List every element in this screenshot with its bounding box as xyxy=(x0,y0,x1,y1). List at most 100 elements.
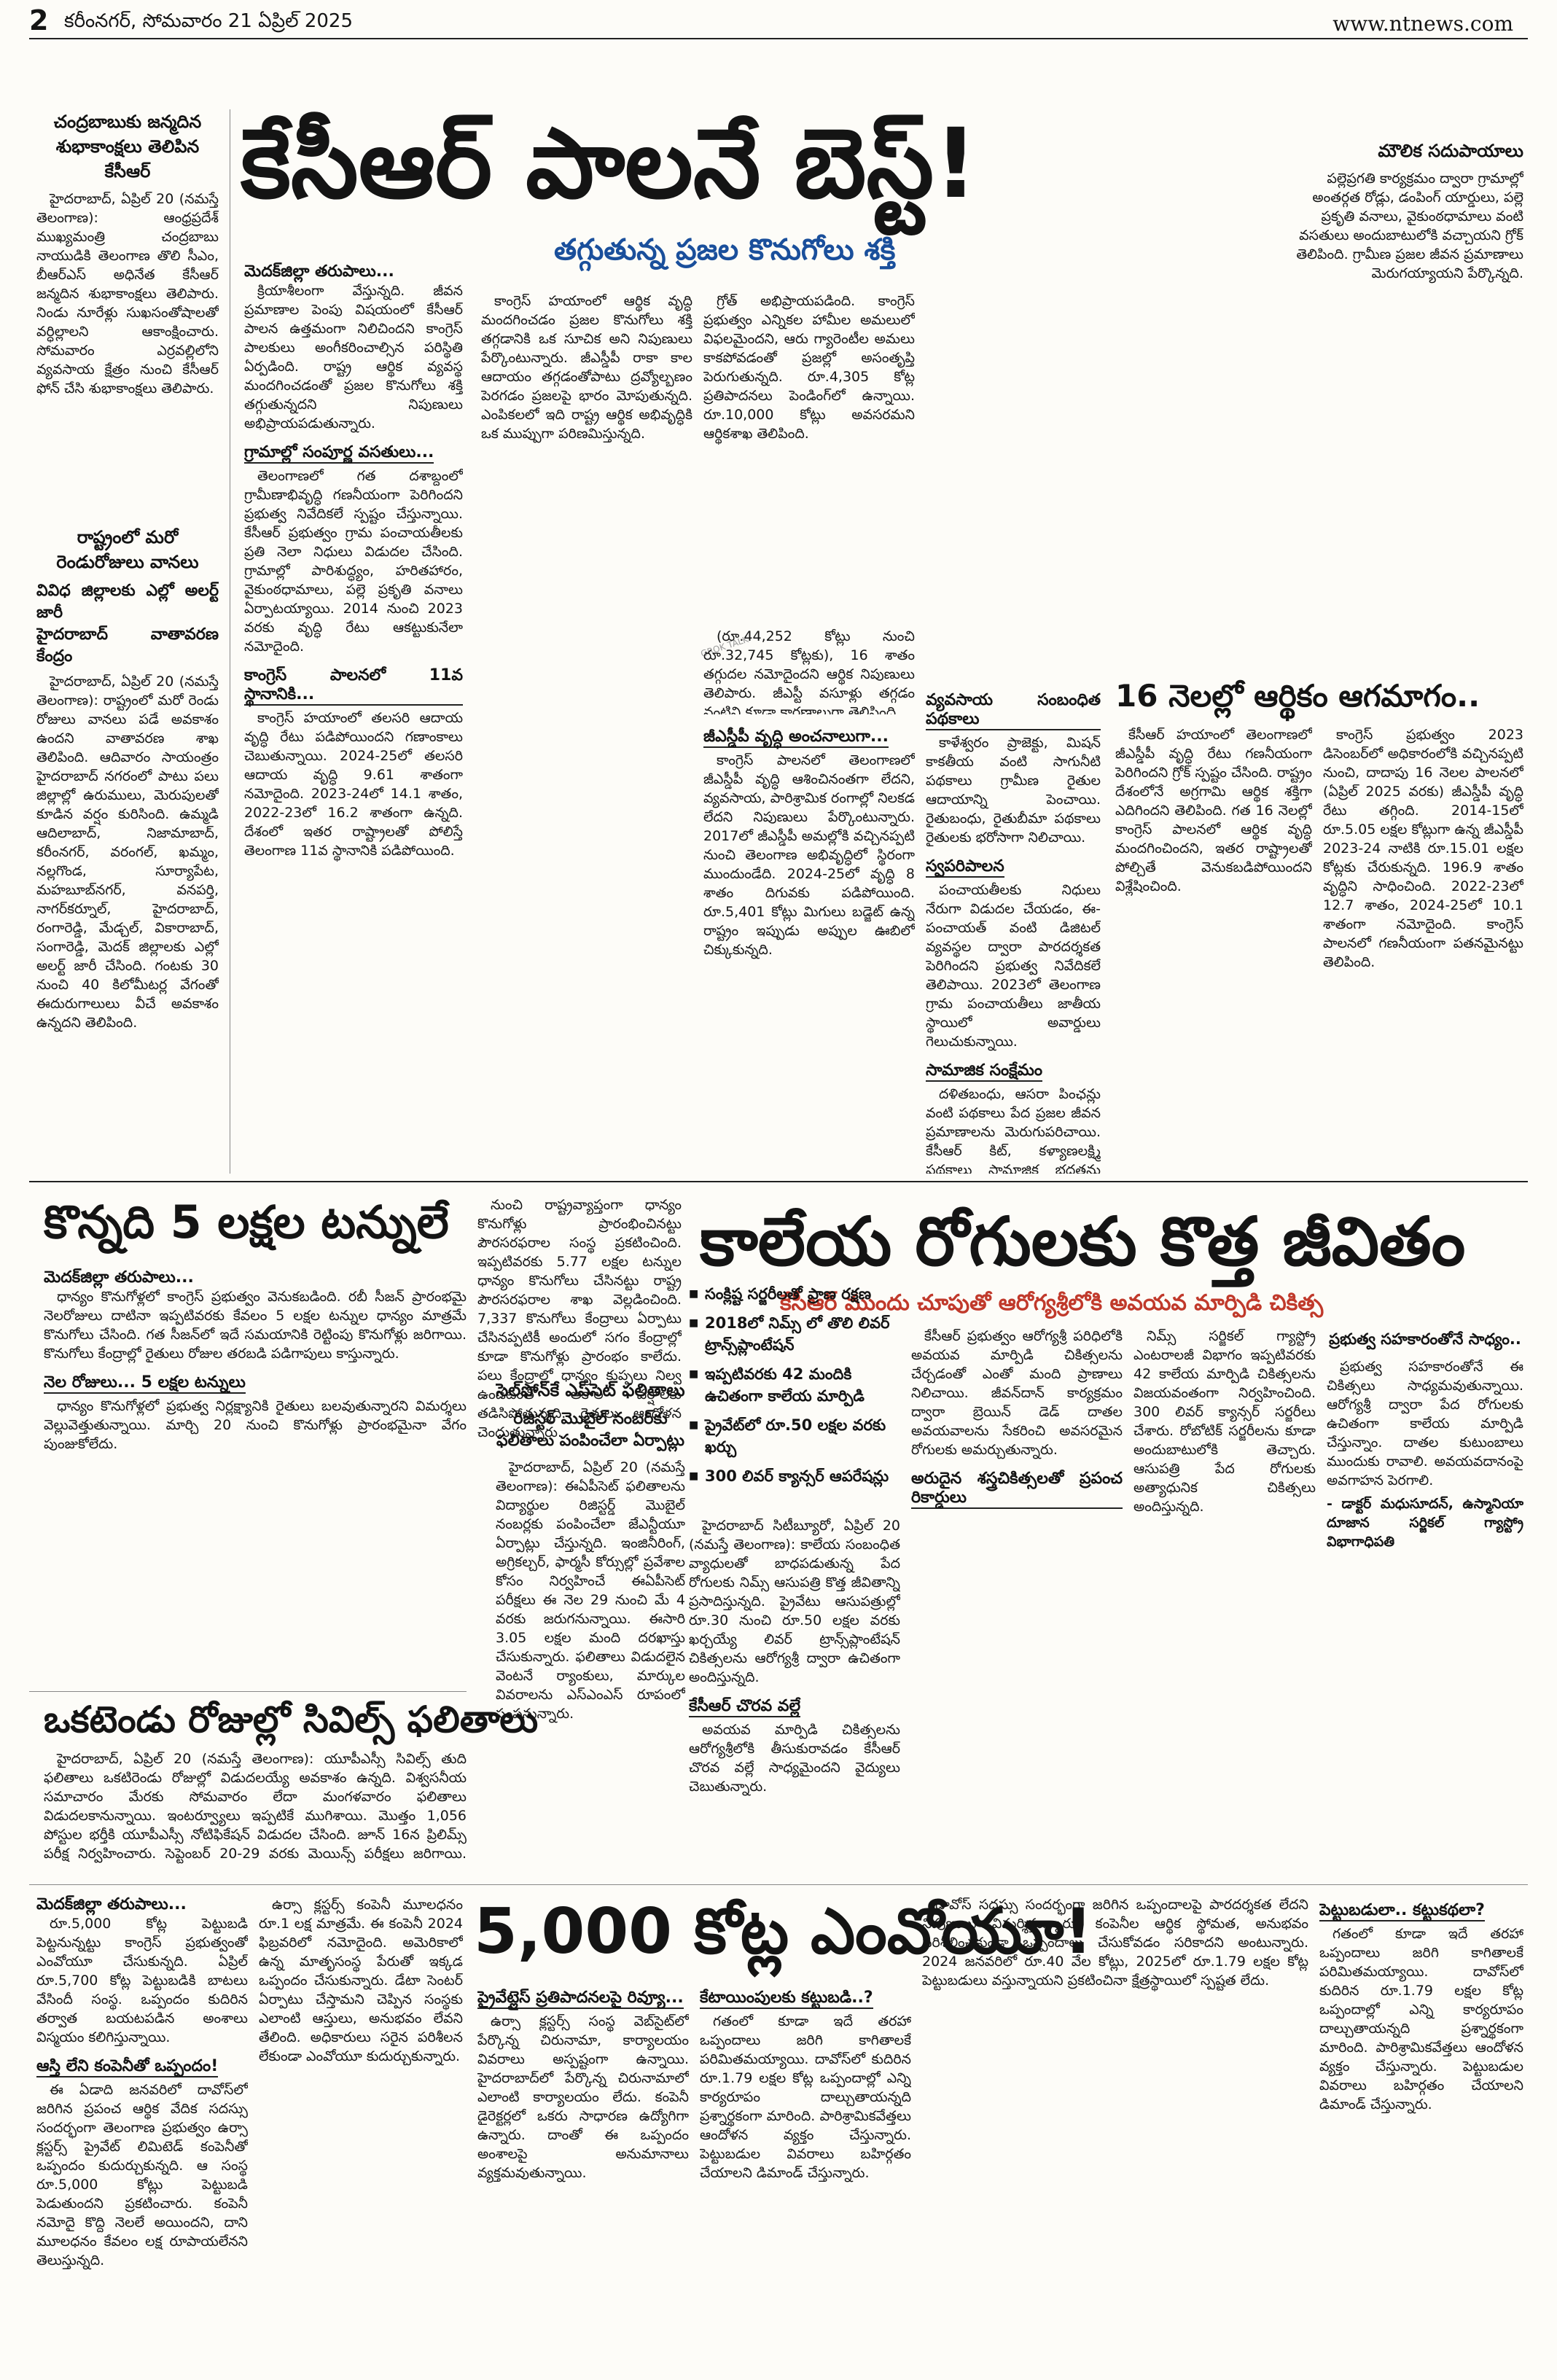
liver-highlight: 2018లో నిమ్స్ లో తొలి లివర్ ట్రాన్స్‌ప్ల… xyxy=(689,1312,900,1356)
paddy-col-2: నుంచి రాష్ట్రవ్యాప్తంగా ధాన్యం కొనుగోళ్ల… xyxy=(477,1195,682,1691)
lead-body-6: కాంగ్రెస్ పాలనలో తెలంగాణలో జీఎస్డీపీ వృద… xyxy=(703,752,915,958)
liver-highlight: 300 లివర్ క్యాన్సర్ ఆపరేషన్లు xyxy=(689,1465,900,1487)
liver-col-2: కేసీఆర్ ప్రభుత్వం ఆరోగ్యశ్రీ పరిధిలోకి అ… xyxy=(911,1327,1123,1873)
mou-col-5: దావోస్ సదస్సు సందర్భంగా జరిగిన ఒప్పందాలప… xyxy=(922,1895,1308,2362)
naidu-body: హైదరాబాద్, ఏప్రిల్ 20 (నమస్తే తెలంగాణ): … xyxy=(36,191,219,397)
liver-body-3: అవయవ మార్పిడి చికిత్సలను ఆరోగ్యశ్రీలోకి … xyxy=(689,1722,900,1795)
lead-headline: కేసీఆర్ పాలనే బెస్ట్! xyxy=(241,108,978,220)
mou-body-4: ఉర్సా క్లస్టర్స్ సంస్థ వెబ్‌సైట్‌లో పేర్… xyxy=(477,2013,689,2181)
section-divider xyxy=(29,1181,1528,1182)
liver-quote-byline: - డాక్టర్ మధుసూదన్, ఉస్మానియా దూజాన సర్జ… xyxy=(1327,1496,1523,1550)
mou-body-1: రూ.5,000 కోట్ల పెట్టుబడి పెట్టనున్నట్టు … xyxy=(36,1916,248,2045)
liver-headline: కాలేయ రోగులకు కొత్త జీవితం xyxy=(700,1203,1466,1281)
lead-col-3b: (రూ.44,252 కోట్లు నుంచి రూ.32,745 కోట్లక… xyxy=(703,627,915,714)
rains-subhead-2: హైదరాబాద్ వాతావరణ కేంద్రం xyxy=(36,625,219,666)
economy-col-2: కాంగ్రెస్ ప్రభుత్వం 2023 డిసెంబర్‌లో అధి… xyxy=(1323,725,1523,1174)
rains-story: రాష్ట్రంలో మరో రెండురోజులు వానలు వివిధ జ… xyxy=(36,525,219,1166)
eapcet-box: సెల్‌ఫోన్‌కే ఎప్‌సెట్ ఫలితాలు రిజిస్టర్ … xyxy=(496,1378,685,1873)
lead-col-4: జీఎస్డీపీ వృద్ధి అంచనాలుగా... కాంగ్రెస్ … xyxy=(703,722,915,1174)
eapcet-body: హైదరాబాద్, ఏప్రిల్ 20 (నమస్తే తెలంగాణ): … xyxy=(496,1459,685,1722)
liver-subhead: కేసీఆర్ చొరవ వల్లే xyxy=(689,1697,801,1717)
eapcet-subhead: రిజిస్టర్ మొబైల్ నంబర్‌కు ఫలితాలు పంపించ… xyxy=(496,1410,684,1450)
lead-subhead-5: స్వపరిపాలన xyxy=(926,857,1004,878)
mou-col-1: మెదక్‌జిల్లా తరుపాలు... రూ.5,000 కోట్ల ప… xyxy=(36,1895,248,2362)
naidu-headline: చంద్రబాబుకు జన్మదిన శుభాకాంక్షలు తెలిపిన… xyxy=(53,112,202,182)
mou-body-5: గతంలో కూడా ఇదే తరహా ఒప్పందాలు జరిగి కాగి… xyxy=(700,2013,911,2181)
lead-subheadline: తగ్గుతున్న ప్రజల కొనుగోలు శక్తి xyxy=(554,233,896,267)
lead-col-3: గ్రోత్ అభిప్రాయపడింది. కాంగ్రెస్ ప్రభుత్… xyxy=(703,292,915,620)
paddy-body-2: ధాన్యం కొనుగోళ్లలో ప్రభుత్వ నిర్లక్ష్యాన… xyxy=(44,1398,467,1452)
website-link[interactable]: www.ntnews.com xyxy=(1332,12,1513,36)
economy-headline: 16 నెలల్లో ఆర్థికం ఆగమాగం.. xyxy=(1115,678,1480,714)
liver-highlight: సంక్లిష్ట సర్జరీలతో ప్రాణ రక్షణ xyxy=(689,1283,900,1305)
lead-body-4: కాంగ్రెస్ హయాంలో ఆర్థిక వృద్ధి మందగించడం… xyxy=(481,293,692,442)
liver-body-1: హైదరాబాద్ సిటీబ్యూరో, ఏప్రిల్ 20 (నమస్తే… xyxy=(689,1518,900,1685)
lead-subhead-6: సామాజిక సంక్షేమం xyxy=(926,1061,1043,1082)
paddy-headline: కొన్నది 5 లక్షల టన్నులే xyxy=(44,1195,449,1249)
mou-body-2: ఈ ఏడాది జనవరిలో దావోస్‌లో జరిగిన ప్రపంచ … xyxy=(36,2082,248,2268)
lead-dateline: మెదక్‌జిల్లా తరుపాలు... xyxy=(244,262,394,281)
economy-body-2: కాంగ్రెస్ ప్రభుత్వం 2023 డిసెంబర్‌లో అధి… xyxy=(1323,727,1523,970)
dateline: కరీంనగర్, సోమవారం 21 ఏప్రిల్ 2025 xyxy=(64,10,353,32)
civils-body-col: హైదరాబాద్, ఏప్రిల్ 20 (నమస్తే తెలంగాణ): … xyxy=(44,1749,467,1866)
paddy-dateline: మెదక్‌జిల్లా తరుపాలు... xyxy=(44,1268,194,1287)
economy-body-1: కేసీఆర్ హయాంలో తెలంగాణలో జీఎస్డీపీ వృద్ధ… xyxy=(1115,727,1312,894)
liver-highlight: ప్రైవేట్‌లో రూ.50 లక్షల వరకు ఖర్చు xyxy=(689,1414,900,1458)
mou-col-2: ఉర్సా క్లస్టర్స్ కంపెనీ మూలధనం రూ.1 లక్ష… xyxy=(259,1895,463,2362)
liver-quote-title: ప్రభుత్వ సహకారంతోనే సాధ్యం.. xyxy=(1329,1330,1521,1348)
rains-body: హైదరాబాద్, ఏప్రిల్ 20 (నమస్తే తెలంగాణ): … xyxy=(36,674,219,1031)
mou-subhead-1: ఆస్తి లేని కంపెనీతో ఒప్పందం! xyxy=(36,2057,219,2077)
civils-body: హైదరాబాద్, ఏప్రిల్ 20 (నమస్తే తెలంగాణ): … xyxy=(44,1751,467,1866)
page-number: 2 xyxy=(29,4,49,36)
lead-body-2: తెలంగాణలో గత దశాబ్దంలో గ్రామీణాభివృద్ధి … xyxy=(244,468,463,655)
lead-subhead-3: జీఎస్డీపీ వృద్ధి అంచనాలుగా... xyxy=(703,727,889,748)
lead-body-5: గ్రోత్ అభిప్రాయపడింది. కాంగ్రెస్ ప్రభుత్… xyxy=(703,293,915,442)
lead-col-2: కాంగ్రెస్ హయాంలో ఆర్థిక వృద్ధి మందగించడం… xyxy=(481,292,692,933)
mou-body-6b: గతంలో కూడా ఇదే తరహా ఒప్పందాలు జరిగి కాగి… xyxy=(1319,1926,1523,2112)
civils-headline: ఒకటెండు రోజుల్లో సివిల్స్ ఫలితాలు xyxy=(44,1698,539,1741)
mou-dateline: మెదక్‌జిల్లా తరుపాలు... xyxy=(36,1895,187,1913)
mou-subhead-3: కేటాయింపులకు కట్టుబడి..? xyxy=(700,1989,873,2009)
liver-quote: ప్రభుత్వ సహకారంతోనే ఈ చికిత్సలు సాధ్యమవు… xyxy=(1327,1359,1523,1489)
liver-quote-box: ప్రభుత్వ సహకారంతోనే సాధ్యం.. ప్రభుత్వ సహ… xyxy=(1327,1327,1523,1873)
naidu-story: చంద్రబాబుకు జన్మదిన శుభాకాంక్షలు తెలిపిన… xyxy=(36,109,219,518)
paddy-subhead: నెల రోజులు... 5 లక్షల టన్నులు xyxy=(44,1373,246,1394)
moulika-body: పల్లెప్రగతి కార్యక్రమం ద్వారా గ్రామాల్లో… xyxy=(1296,171,1523,281)
lead-col-5: వ్యవసాయ సంబంధిత పథకాలు కాళేశ్వరం ప్రాజెక… xyxy=(926,685,1101,1174)
liver-subhead-2: అరుదైన శస్త్రచికిత్సలతో ప్రపంచ రికార్డుల… xyxy=(911,1470,1123,1509)
moulika-headline: మౌలిక సదుపాయాలు xyxy=(1378,141,1523,161)
paddy-col-1: మెదక్‌జిల్లా తరుపాలు... ధాన్యం కొనుగోళ్ల… xyxy=(44,1268,467,1677)
civils-rule xyxy=(29,1691,467,1692)
lead-body-9: దళితబంధు, ఆసరా పింఛన్లు వంటి పథకాలు పేద … xyxy=(926,1086,1101,1174)
lead-body-7: కాళేశ్వరం ప్రాజెక్టు, మిషన్ కాకతీయ వంటి … xyxy=(926,735,1101,846)
paddy-body-1: ధాన్యం కొనుగోళ్లలో కాంగ్రెస్ ప్రభుత్వం వ… xyxy=(44,1289,467,1362)
mou-col-6: పెట్టుబడులా.. కట్టుకథలా? గతంలో కూడా ఇదే … xyxy=(1319,1895,1523,2362)
economy-col-1: కేసీఆర్ హయాంలో తెలంగాణలో జీఎస్డీపీ వృద్ధ… xyxy=(1115,725,1312,1174)
lead-body-8: పంచాయతీలకు నిధులు నేరుగా విడుదల చేయడం, ఈ… xyxy=(926,882,1101,1050)
liver-highlights: సంక్లిష్ట సర్జరీలతో ప్రాణ రక్షణ 2018లో న… xyxy=(689,1283,900,1494)
lead-body-1: క్రియాశీలంగా వేస్తున్నది. జీవన ప్రమాణాల … xyxy=(244,283,463,432)
lead-body-3: కాంగ్రెస్ హయాంలో తలసరి ఆదాయ వృద్ధి రేటు … xyxy=(244,710,463,859)
paddy-body-3: నుంచి రాష్ట్రవ్యాప్తంగా ధాన్యం కొనుగోళ్ల… xyxy=(477,1197,682,1440)
mou-col-3: ప్రైవేట్లైస్ ప్రతిపాదనలపై రివ్యూ... ఉర్స… xyxy=(477,1983,689,2362)
liver-body-2: కేసీఆర్ ప్రభుత్వం ఆరోగ్యశ్రీ పరిధిలోకి అ… xyxy=(911,1328,1123,1458)
mou-col-4: కేటాయింపులకు కట్టుబడి..? గతంలో కూడా ఇదే … xyxy=(700,1983,911,2362)
mou-headline: 5,000 కోట్ల ఎంవోయూ! xyxy=(474,1895,1093,1968)
lead-figures: (రూ.44,252 కోట్లు నుంచి రూ.32,745 కోట్లక… xyxy=(703,628,915,714)
lead-subhead-1: గ్రామాల్లో సంపూర్ణ వసతులు... xyxy=(244,443,434,464)
mou-body-6: దావోస్ సదస్సు సందర్భంగా జరిగిన ఒప్పందాలప… xyxy=(922,1897,1308,1989)
mou-subhead-4: పెట్టుబడులా.. కట్టుకథలా? xyxy=(1319,1901,1485,1921)
lead-subhead-2: కాంగ్రెస్ పాలనలో 11వ స్థానానికి... xyxy=(244,666,463,706)
lead-col-1: మెదక్‌జిల్లా తరుపాలు... క్రియాశీలంగా వేస… xyxy=(244,262,463,1174)
eapcet-headline: సెల్‌ఫోన్‌కే ఎప్‌సెట్ ఫలితాలు xyxy=(496,1380,685,1400)
moulika-box: మౌలిక సదుపాయాలు పల్లెప్రగతి కార్యక్రమం ద… xyxy=(1283,138,1523,445)
rains-subhead: వివిధ జిల్లాలకు ఎల్లో అలర్ట్ జారీ xyxy=(36,582,219,622)
liver-col-3: నిమ్స్ సర్జికల్ గ్యాస్ట్రో ఎంటరాలజీ విభా… xyxy=(1133,1327,1316,1873)
mou-body-3: ఉర్సా క్లస్టర్స్ కంపెనీ మూలధనం రూ.1 లక్ష… xyxy=(259,1897,463,2064)
bottom-divider xyxy=(29,1884,1528,1885)
header-rule xyxy=(29,38,1528,39)
rains-headline: రాష్ట్రంలో మరో రెండురోజులు వానలు xyxy=(56,527,199,572)
lead-subhead-4: వ్యవసాయ సంబంధిత పథకాలు xyxy=(926,691,1101,730)
liver-col-1: హైదరాబాద్ సిటీబ్యూరో, ఏప్రిల్ 20 (నమస్తే… xyxy=(689,1516,900,1873)
liver-highlight: ఇప్పటివరకు 42 మందికి ఉచితంగా కాలేయ మార్ప… xyxy=(689,1363,900,1407)
